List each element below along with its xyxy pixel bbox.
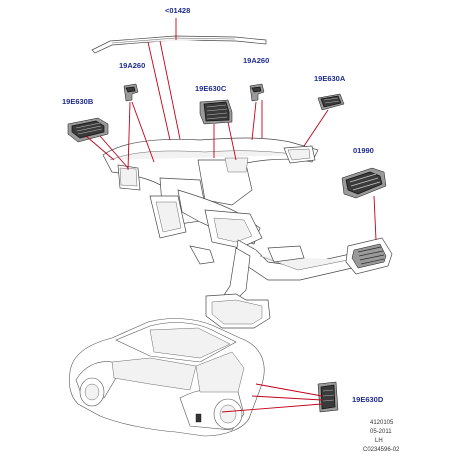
- air-ducting: [189, 239, 375, 329]
- reference-line-3: LH: [375, 438, 383, 444]
- part-vent-19e630c: [199, 99, 233, 125]
- callout-bracket-left: 19A260: [119, 61, 145, 70]
- callout-vent-rear: 19E630D: [352, 395, 384, 404]
- vehicle-illustration: [68, 318, 265, 437]
- callout-bracket-right: 19A260: [243, 56, 269, 65]
- part-bracket-19a260-left: [123, 83, 139, 102]
- callout-vent-right-upper: 19E630A: [314, 74, 346, 83]
- callout-labels: <01428 19E630B 19A260 19E630C 19A260 19E…: [62, 6, 384, 404]
- callout-strip: <01428: [165, 6, 190, 15]
- reference-line-2: 05-2011: [370, 429, 392, 435]
- callout-outlet-right: 01990: [353, 146, 374, 155]
- part-outlet-01990: [341, 167, 387, 199]
- part-bracket-19a260-right: [249, 83, 265, 102]
- outlet-right-lower: [345, 237, 393, 275]
- callout-vent-center: 19E630C: [195, 84, 227, 93]
- dashboard-assembly: [102, 137, 319, 249]
- trim-strip: [91, 35, 267, 54]
- callout-vent-left: 19E630B: [62, 97, 94, 106]
- reference-block: 4120105 05-2011 LH C0234596-02: [363, 420, 400, 453]
- reference-line-1: 4120105: [370, 420, 394, 426]
- part-vent-19e630d: [317, 381, 339, 413]
- leader-lines: [85, 18, 377, 413]
- part-vent-19e630a: [317, 93, 345, 111]
- reference-line-4: C0234596-02: [363, 447, 400, 453]
- part-vent-19e630b: [67, 117, 109, 143]
